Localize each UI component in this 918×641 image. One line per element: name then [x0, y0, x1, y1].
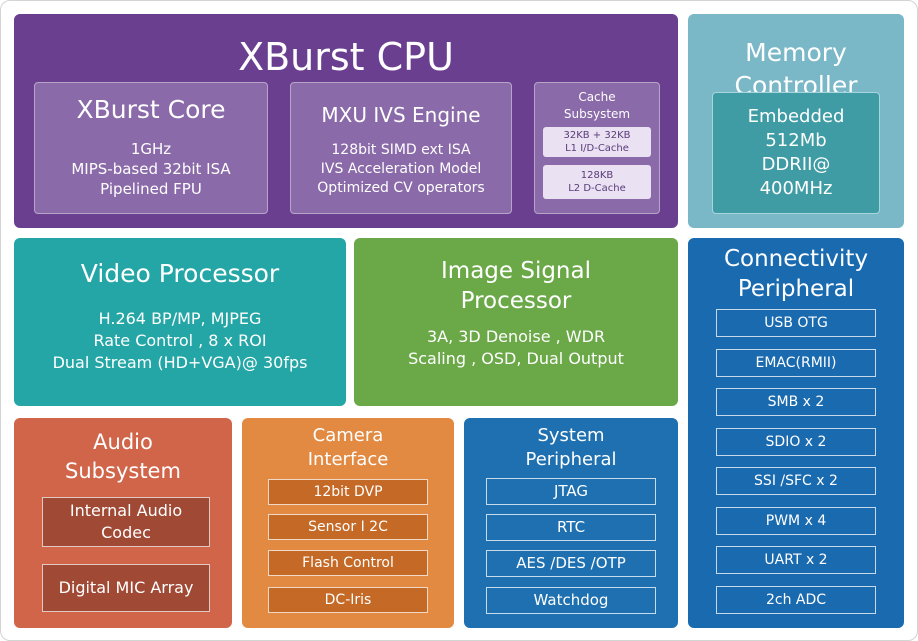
cache-subsystem-title: Cache Subsystem [535, 89, 659, 123]
mxu-ivs-engine-details: 128bit SIMD ext ISA IVS Acceleration Mod… [291, 141, 511, 198]
embedded-ddr-details: Embedded 512Mb DDRII@ 400MHz [713, 105, 879, 201]
rtc-item: RTC [486, 514, 656, 541]
mxu-line: Optimized CV operators [317, 180, 485, 196]
mxu-ivs-engine-block: MXU IVS Engine 128bit SIMD ext ISA IVS A… [290, 82, 512, 214]
image-signal-processor-details: 3A, 3D Denoise , WDR Scaling , OSD, Dual… [354, 326, 678, 370]
camera-title-line: Camera [312, 425, 384, 446]
audio-title-line: Subsystem [65, 459, 181, 483]
connectivity-peripheral-title: Connectivity Peripheral [688, 244, 904, 304]
dvp-item: 12bit DVP [268, 479, 428, 505]
video-line: Rate Control , 8 x ROI [93, 331, 267, 350]
ddr-line: 512Mb [765, 130, 827, 151]
audio-codec-line: Internal Audio [69, 501, 183, 520]
internal-audio-codec-item: Internal Audio Codec [42, 497, 210, 547]
isp-title-line: Processor [460, 288, 572, 314]
l1-cache-line: 32KB + 32KB [563, 130, 631, 141]
ddr-line: 400MHz [759, 178, 833, 199]
connectivity-title-line: Peripheral [737, 276, 855, 302]
audio-subsystem-title: Audio Subsystem [14, 428, 232, 486]
l2-cache-line: 128KB [580, 170, 614, 181]
xburst-core-line: 1GHz [130, 140, 172, 158]
system-peripheral-title: System Peripheral [464, 424, 678, 472]
pwm-item: PWM x 4 [716, 507, 876, 535]
dc-iris-item: DC-Iris [268, 587, 428, 613]
isp-line: 3A, 3D Denoise , WDR [426, 327, 606, 346]
flash-control-item: Flash Control [268, 550, 428, 576]
l2-cache-box: 128KB L2 D-Cache [543, 165, 651, 199]
video-processor-block: Video Processor H.264 BP/MP, MJPEG Rate … [14, 238, 346, 406]
embedded-ddr-block: Embedded 512Mb DDRII@ 400MHz [712, 92, 880, 214]
image-signal-processor-block: Image Signal Processor 3A, 3D Denoise , … [354, 238, 678, 406]
xburst-core-block: XBurst Core 1GHz MIPS-based 32bit ISA Pi… [34, 82, 268, 214]
connectivity-title-line: Connectivity [723, 246, 869, 272]
system-title-line: Peripheral [525, 449, 617, 470]
image-signal-processor-title: Image Signal Processor [354, 256, 678, 316]
xburst-core-title: XBurst Core [76, 95, 226, 124]
isp-title-line: Image Signal [441, 258, 591, 284]
cache-title-line: Cache [578, 90, 616, 104]
xburst-core-line: MIPS-based 32bit ISA [71, 160, 231, 178]
video-processor-details: H.264 BP/MP, MJPEG Rate Control , 8 x RO… [14, 308, 346, 374]
uart-item: UART x 2 [716, 546, 876, 574]
sdio-item: SDIO x 2 [716, 428, 876, 456]
audio-title-line: Audio [93, 430, 153, 454]
xburst-cpu-title: XBurst CPU [238, 35, 454, 79]
camera-interface-title: Camera Interface [242, 424, 454, 472]
smb-item: SMB x 2 [716, 388, 876, 416]
emac-item: EMAC(RMII) [716, 349, 876, 377]
ddr-line: Embedded [747, 106, 845, 127]
video-line: H.264 BP/MP, MJPEG [98, 309, 262, 328]
ssi-sfc-item: SSI /SFC x 2 [716, 467, 876, 495]
xburst-core-details: 1GHz MIPS-based 32bit ISA Pipelined FPU [35, 139, 267, 199]
cache-title-line: Subsystem [563, 107, 631, 121]
cache-subsystem-block: Cache Subsystem 32KB + 32KB L1 I/D-Cache… [534, 82, 660, 214]
mxu-line: IVS Acceleration Model [320, 161, 482, 177]
l1-cache-box: 32KB + 32KB L1 I/D-Cache [543, 127, 651, 157]
aes-des-otp-item: AES /DES /OTP [486, 550, 656, 577]
audio-codec-line: Codec [101, 523, 151, 542]
video-processor-title: Video Processor [80, 259, 280, 288]
watchdog-item: Watchdog [486, 587, 656, 614]
usb-otg-item: USB OTG [716, 309, 876, 337]
adc-item: 2ch ADC [716, 586, 876, 614]
memory-title-line: Memory [745, 38, 847, 67]
jtag-item: JTAG [486, 478, 656, 505]
l1-cache-line: L1 I/D-Cache [565, 143, 629, 154]
video-line: Dual Stream (HD+VGA)@ 30fps [52, 353, 308, 372]
mxu-line: 128bit SIMD ext ISA [331, 142, 471, 158]
camera-title-line: Interface [307, 449, 389, 470]
digital-mic-array-item: Digital MIC Array [42, 564, 210, 612]
isp-line: Scaling , OSD, Dual Output [408, 349, 624, 368]
mxu-ivs-engine-title: MXU IVS Engine [321, 103, 481, 127]
sensor-i2c-item: Sensor I 2C [268, 514, 428, 540]
l2-cache-line: L2 D-Cache [568, 183, 626, 194]
ddr-line: DDRII@ [761, 154, 831, 175]
xburst-core-line: Pipelined FPU [100, 180, 202, 198]
system-title-line: System [537, 425, 605, 446]
